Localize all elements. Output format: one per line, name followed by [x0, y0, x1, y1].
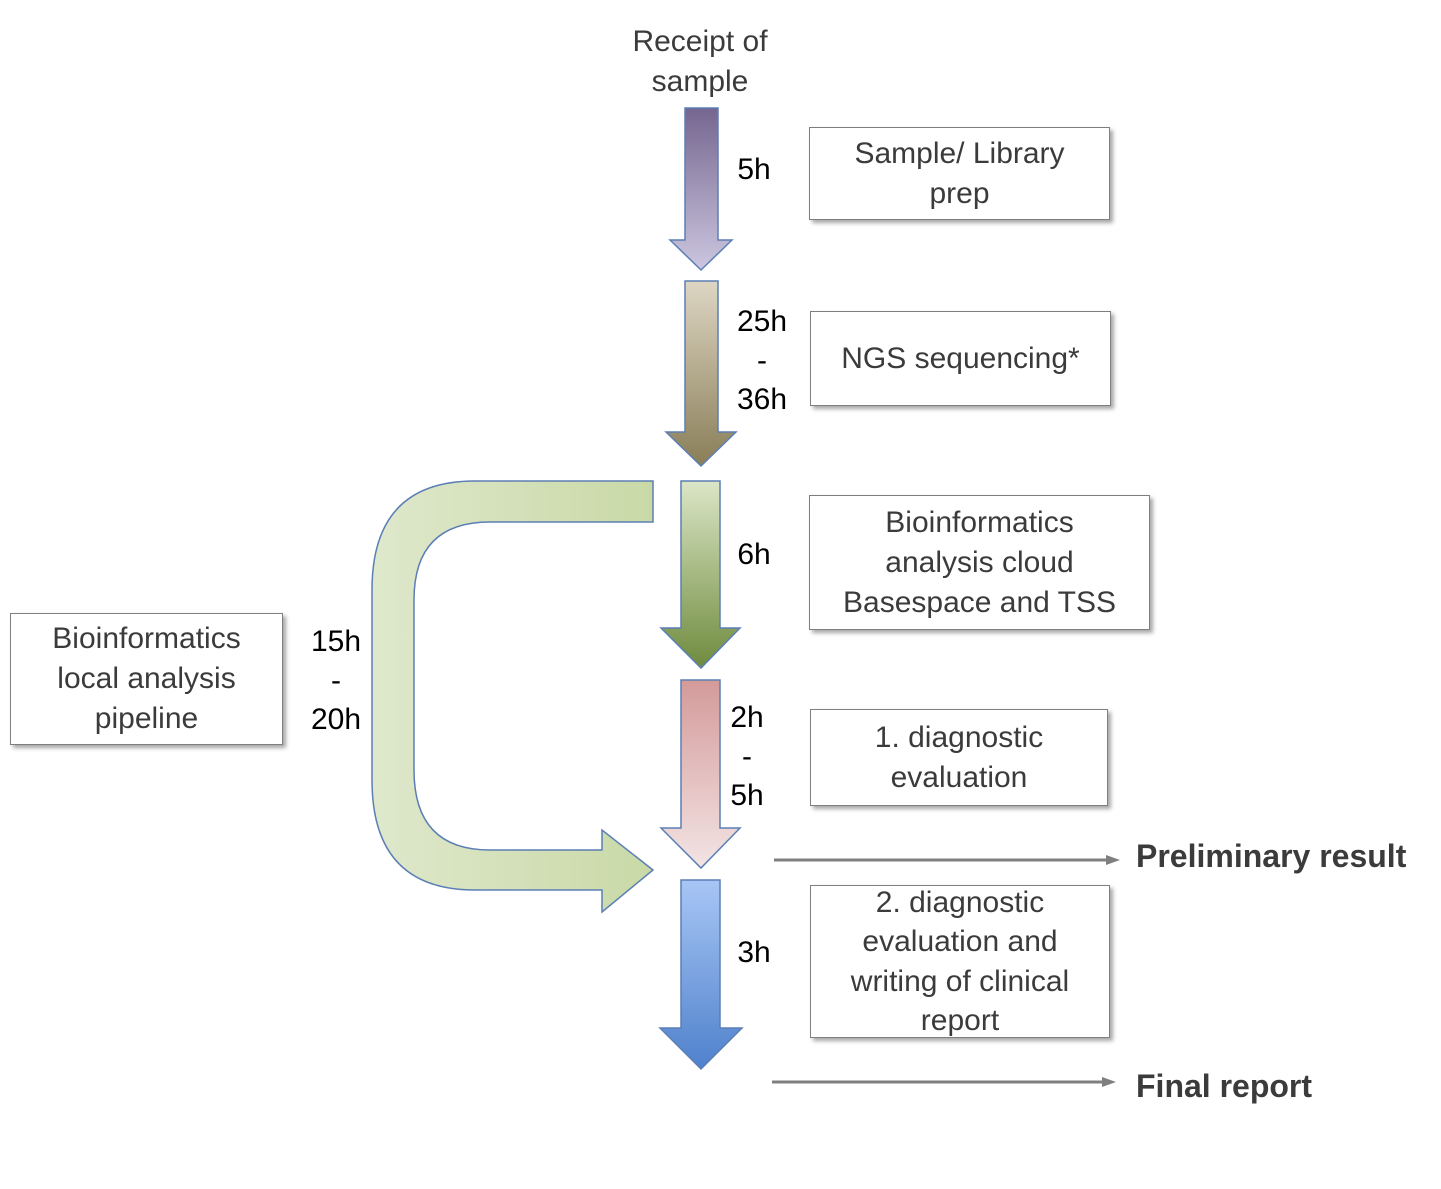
final-report-connector: [772, 1077, 1116, 1087]
output-final-report: Final report: [1136, 1068, 1313, 1104]
duration-step-3: 6h: [737, 538, 771, 571]
step-box-diagnostic-2: 2. diagnostic evaluation and writing of …: [810, 885, 1110, 1038]
step-box-diagnostic-1: 1. diagnostic evaluation: [810, 709, 1108, 806]
start-label: Receipt of sample: [632, 25, 768, 98]
duration-local-pipeline: 15h - 20h: [310, 625, 362, 736]
arrow-step-4: [659, 679, 742, 870]
arrow-step-1: [668, 107, 734, 272]
duration-step-5: 3h: [737, 936, 771, 969]
arrow-step-3: [659, 480, 742, 670]
duration-step-4: 2h - 5h: [730, 701, 764, 812]
step-box-ngs-sequencing: NGS sequencing*: [810, 311, 1111, 406]
preliminary-result-connector: [774, 855, 1120, 865]
local-pipeline-box: Bioinformatics local analysis pipeline: [10, 613, 283, 745]
duration-step-1: 5h: [737, 153, 771, 186]
arrow-step-5: [658, 879, 744, 1071]
step-box-library-prep: Sample/ Library prep: [809, 127, 1110, 220]
duration-step-2: 25h - 36h: [736, 305, 788, 416]
output-preliminary-result: Preliminary result: [1136, 838, 1407, 874]
arrow-step-2: [664, 280, 738, 468]
step-box-cloud-analysis: Bioinformatics analysis cloud Basespace …: [809, 495, 1150, 630]
local-pipeline-curved-arrow: [371, 480, 655, 914]
